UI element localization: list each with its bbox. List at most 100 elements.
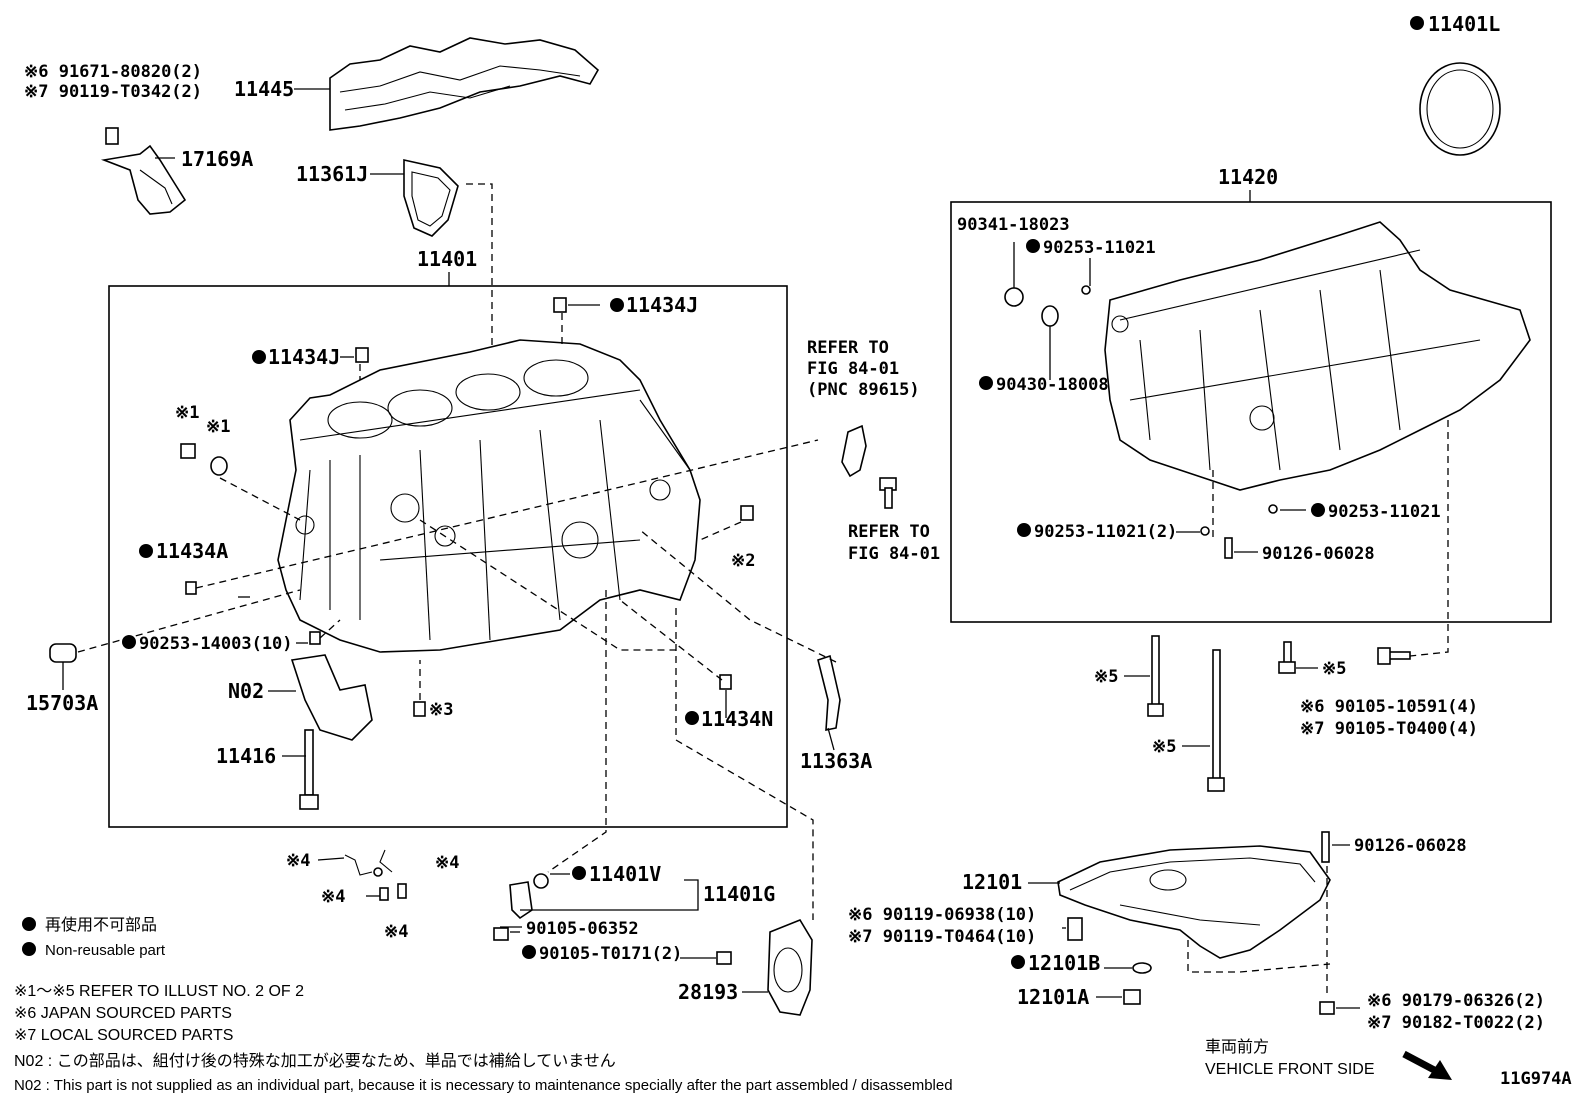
union-11401G — [509, 881, 533, 920]
stud-90126-06028-b — [1321, 831, 1330, 863]
rear-oil-seal-part — [1419, 62, 1501, 156]
label-11434N[interactable]: 11434N — [701, 707, 773, 731]
label-90105-T0400[interactable]: ※7 90105-T0400(4) — [1300, 719, 1478, 739]
label-91671-80820[interactable]: ※6 91671-80820(2) — [24, 62, 202, 82]
bracket-part — [100, 127, 187, 215]
gasket-90430-18008 — [1041, 305, 1059, 327]
label-11401V[interactable]: 11401V — [589, 862, 661, 886]
label-11434A[interactable]: 11434A — [156, 539, 228, 563]
bolt-90105-T0171 — [716, 951, 732, 965]
label-s2[interactable]: ※2 — [731, 551, 755, 571]
refer-2-line2: FIG 84-01 — [848, 544, 940, 564]
refer-2-line1: REFER TO — [848, 522, 930, 542]
label-12101B[interactable]: 12101B — [1028, 951, 1100, 975]
label-90430-18008[interactable]: 90430-18008 — [996, 375, 1109, 395]
orientation-en: VEHICLE FRONT SIDE — [1205, 1061, 1375, 1078]
label-s1-b[interactable]: ※1 — [206, 417, 230, 437]
dowel-pin-left — [355, 347, 369, 363]
legend-nonreusable-en: Non-reusable part — [45, 942, 166, 959]
assembly-dashed-lines — [77, 183, 1449, 998]
plug-1 — [180, 443, 196, 459]
note-refer-illust: ※1～※5 REFER TO ILLUST NO. 2 OF 2 — [14, 983, 304, 1000]
label-11434J-top[interactable]: 11434J — [626, 293, 698, 317]
plug-12101A — [1123, 989, 1141, 1005]
oil-pan-part — [1057, 845, 1331, 959]
n02-bearing-cap — [290, 654, 373, 741]
note-local-sourced: ※7 LOCAL SOURCED PARTS — [14, 1027, 233, 1044]
label-17169A[interactable]: 17169A — [181, 147, 253, 171]
label-90341-18023[interactable]: 90341-18023 — [957, 215, 1070, 235]
plug-15703A — [49, 643, 77, 663]
label-s5-a[interactable]: ※5 — [1094, 667, 1118, 687]
insulator-part — [329, 37, 600, 131]
label-90105-T0171[interactable]: 90105-T0171(2) — [539, 944, 682, 964]
o-ring-11401V — [533, 873, 549, 889]
ball-90253-11021-b — [1268, 504, 1278, 514]
label-90253-11021-c[interactable]: 90253-11021(2) — [1034, 522, 1177, 542]
label-11361J[interactable]: 11361J — [296, 162, 368, 186]
label-12101A[interactable]: 12101A — [1017, 985, 1089, 1009]
nut-90179-06326 — [1319, 1001, 1335, 1015]
dowel-pin-top — [553, 297, 567, 313]
label-90105-10591[interactable]: ※6 90105-10591(4) — [1300, 697, 1478, 717]
oil-jet-parts — [344, 849, 407, 901]
label-11445[interactable]: 11445 — [234, 77, 294, 101]
label-s4-d[interactable]: ※4 — [384, 922, 408, 942]
label-s4-b[interactable]: ※4 — [435, 853, 459, 873]
pin-s3 — [413, 701, 426, 717]
label-s1-a[interactable]: ※1 — [175, 403, 199, 423]
pin-11434A — [185, 581, 197, 595]
label-90253-11021-a[interactable]: 90253-11021 — [1043, 238, 1156, 258]
pin-s2 — [740, 505, 754, 521]
knock-sensor-part — [841, 424, 897, 509]
bolt-90119-06938 — [1067, 917, 1083, 941]
label-11401L[interactable]: 11401L — [1428, 12, 1500, 36]
bolt-11416 — [299, 729, 319, 810]
label-90119-T0464[interactable]: ※7 90119-T0464(10) — [848, 927, 1036, 947]
note-n02-en: N02 : This part is not supplied as an in… — [14, 1077, 953, 1094]
label-15703A[interactable]: 15703A — [26, 691, 98, 715]
label-90105-06352[interactable]: 90105-06352 — [526, 919, 639, 939]
label-11401[interactable]: 11401 — [417, 247, 477, 271]
refer-1-line2: FIG 84-01 — [807, 359, 899, 379]
label-s4-c[interactable]: ※4 — [321, 887, 345, 907]
label-11416[interactable]: 11416 — [216, 744, 276, 768]
label-28193[interactable]: 28193 — [678, 980, 738, 1004]
label-12101[interactable]: 12101 — [962, 870, 1022, 894]
gasket-part — [403, 159, 459, 237]
ball-90253-11021-c — [1200, 526, 1210, 536]
leader-lines — [62, 88, 1360, 1009]
crankcase-group-frame — [950, 201, 1552, 623]
label-11434J-left[interactable]: 11434J — [268, 345, 340, 369]
label-s3[interactable]: ※3 — [429, 700, 453, 720]
ball-90253-11021 — [1081, 285, 1091, 295]
label-90119-T0342[interactable]: ※7 90119-T0342(2) — [24, 82, 202, 102]
label-N02[interactable]: N02 — [228, 679, 264, 703]
label-11401G[interactable]: 11401G — [703, 882, 775, 906]
plug-90341-18023 — [1004, 287, 1024, 307]
plate-28193 — [767, 919, 813, 1016]
label-90126-06028-a[interactable]: 90126-06028 — [1262, 544, 1375, 564]
label-90253-14003[interactable]: 90253-14003(10) — [139, 634, 293, 654]
label-90126-06028-b[interactable]: 90126-06028 — [1354, 836, 1467, 856]
note-japan-sourced: ※6 JAPAN SOURCED PARTS — [14, 1005, 232, 1022]
label-s4-a[interactable]: ※4 — [286, 851, 310, 871]
label-11363A[interactable]: 11363A — [800, 749, 872, 773]
label-90182-T0022[interactable]: ※7 90182-T0022(2) — [1367, 1013, 1545, 1033]
label-s5-b[interactable]: ※5 — [1152, 737, 1176, 757]
orientation-jp: 車両前方 — [1205, 1038, 1269, 1056]
label-s5-c[interactable]: ※5 — [1322, 659, 1346, 679]
label-90119-06938[interactable]: ※6 90119-06938(10) — [848, 905, 1036, 925]
gasket-12101B — [1132, 962, 1152, 974]
bolt-90105-06352 — [493, 927, 509, 941]
label-11420[interactable]: 11420 — [1218, 165, 1278, 189]
crankcase-part — [1104, 221, 1531, 491]
cylinder-block-part — [277, 339, 701, 653]
front-arrow-icon — [1402, 1050, 1452, 1080]
illustration-id: 11G974A — [1500, 1069, 1572, 1089]
label-90179-06326[interactable]: ※6 90179-06326(2) — [1367, 991, 1545, 1011]
pin-11434N — [719, 674, 732, 690]
label-90253-11021-b[interactable]: 90253-11021 — [1328, 502, 1441, 522]
gasket-11363A — [817, 654, 841, 731]
